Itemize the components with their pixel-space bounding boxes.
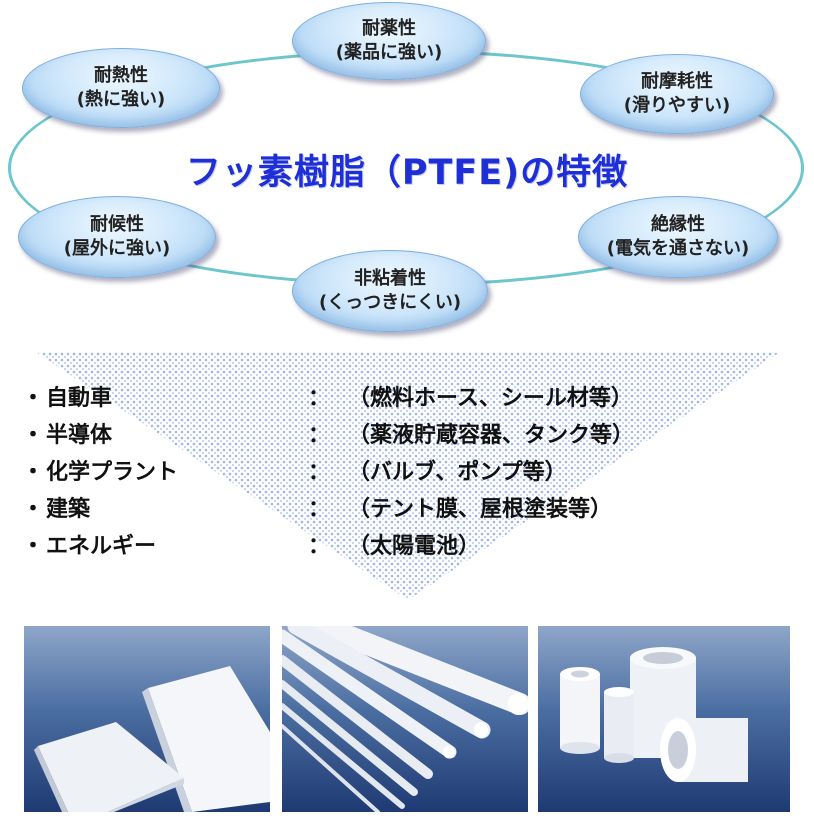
separator: ： <box>308 460 331 485</box>
node-sublabel: (滑りやすい) <box>623 95 731 116</box>
bullet: ・ <box>22 423 45 448</box>
node-label: 絶縁性 <box>651 213 705 235</box>
node-label: 耐候性 <box>90 213 144 235</box>
list-item: ・ エネルギー ： （太陽電池） <box>22 528 802 560</box>
ptfe-tubes-photo <box>538 626 790 812</box>
bullet: ・ <box>22 534 45 559</box>
node-weather-resistance: 耐候性 (屋外に強い) <box>18 196 216 278</box>
ptfe-sheets-photo <box>24 626 270 812</box>
application-detail: （バルブ、ポンプ等） <box>348 460 567 485</box>
ptfe-features-diagram: フッ素樹脂（PTFE)の特徴 耐薬性 (薬品に強い) 耐熱性 (熱に強い) 耐摩… <box>0 0 814 332</box>
application-detail: （太陽電池） <box>348 534 481 559</box>
application-name: 半導体 <box>46 423 113 448</box>
application-name: 建築 <box>46 497 91 522</box>
node-non-stick: 非粘着性 (くっつきにくい) <box>292 250 488 332</box>
sheets-illustration <box>34 666 270 812</box>
node-label: 耐薬性 <box>362 17 416 39</box>
node-chemical-resistance: 耐薬性 (薬品に強い) <box>292 2 486 80</box>
node-heat-resistance: 耐熱性 (熱に強い) <box>22 48 220 128</box>
node-insulation: 絶縁性 (電気を通さない) <box>578 196 778 278</box>
bullet: ・ <box>22 460 45 485</box>
application-detail: （燃料ホース、シール材等） <box>348 386 633 411</box>
bullet: ・ <box>22 497 45 522</box>
node-sublabel: (薬品に強い) <box>335 42 443 63</box>
funnel-arrow-graphic <box>36 352 780 600</box>
separator: ： <box>308 423 331 448</box>
node-sublabel: (電気を通さない) <box>606 238 750 259</box>
node-label: 耐摩耗性 <box>641 70 713 92</box>
bullet: ・ <box>22 386 45 411</box>
tubes-illustration <box>560 647 748 782</box>
list-item: ・ 自動車 ： （燃料ホース、シール材等） <box>22 380 802 412</box>
node-label: 耐熱性 <box>94 64 148 86</box>
ptfe-rods-photo <box>282 626 528 812</box>
node-wear-resistance: 耐摩耗性 (滑りやすい) <box>580 54 774 134</box>
node-label: 非粘着性 <box>354 267 426 289</box>
application-name: エネルギー <box>46 534 157 559</box>
node-sublabel: (屋外に強い) <box>63 238 171 259</box>
list-item: ・ 半導体 ： （薬液貯蔵容器、タンク等） <box>22 417 802 449</box>
rods-illustration <box>282 626 528 812</box>
node-sublabel: (熱に強い) <box>76 89 166 110</box>
list-item: ・ 化学プラント ： （バルブ、ポンプ等） <box>22 454 802 486</box>
diagram-title: フッ素樹脂（PTFE)の特徴 <box>185 153 629 193</box>
application-detail: （テント膜、屋根塗装等） <box>348 497 613 522</box>
node-sublabel: (くっつきにくい) <box>318 292 462 313</box>
separator: ： <box>308 497 331 522</box>
application-name: 自動車 <box>46 386 113 411</box>
separator: ： <box>308 386 331 411</box>
application-detail: （薬液貯蔵容器、タンク等） <box>348 423 635 448</box>
list-item: ・ 建築 ： （テント膜、屋根塗装等） <box>22 491 802 523</box>
application-name: 化学プラント <box>46 460 179 485</box>
separator: ： <box>308 534 331 559</box>
